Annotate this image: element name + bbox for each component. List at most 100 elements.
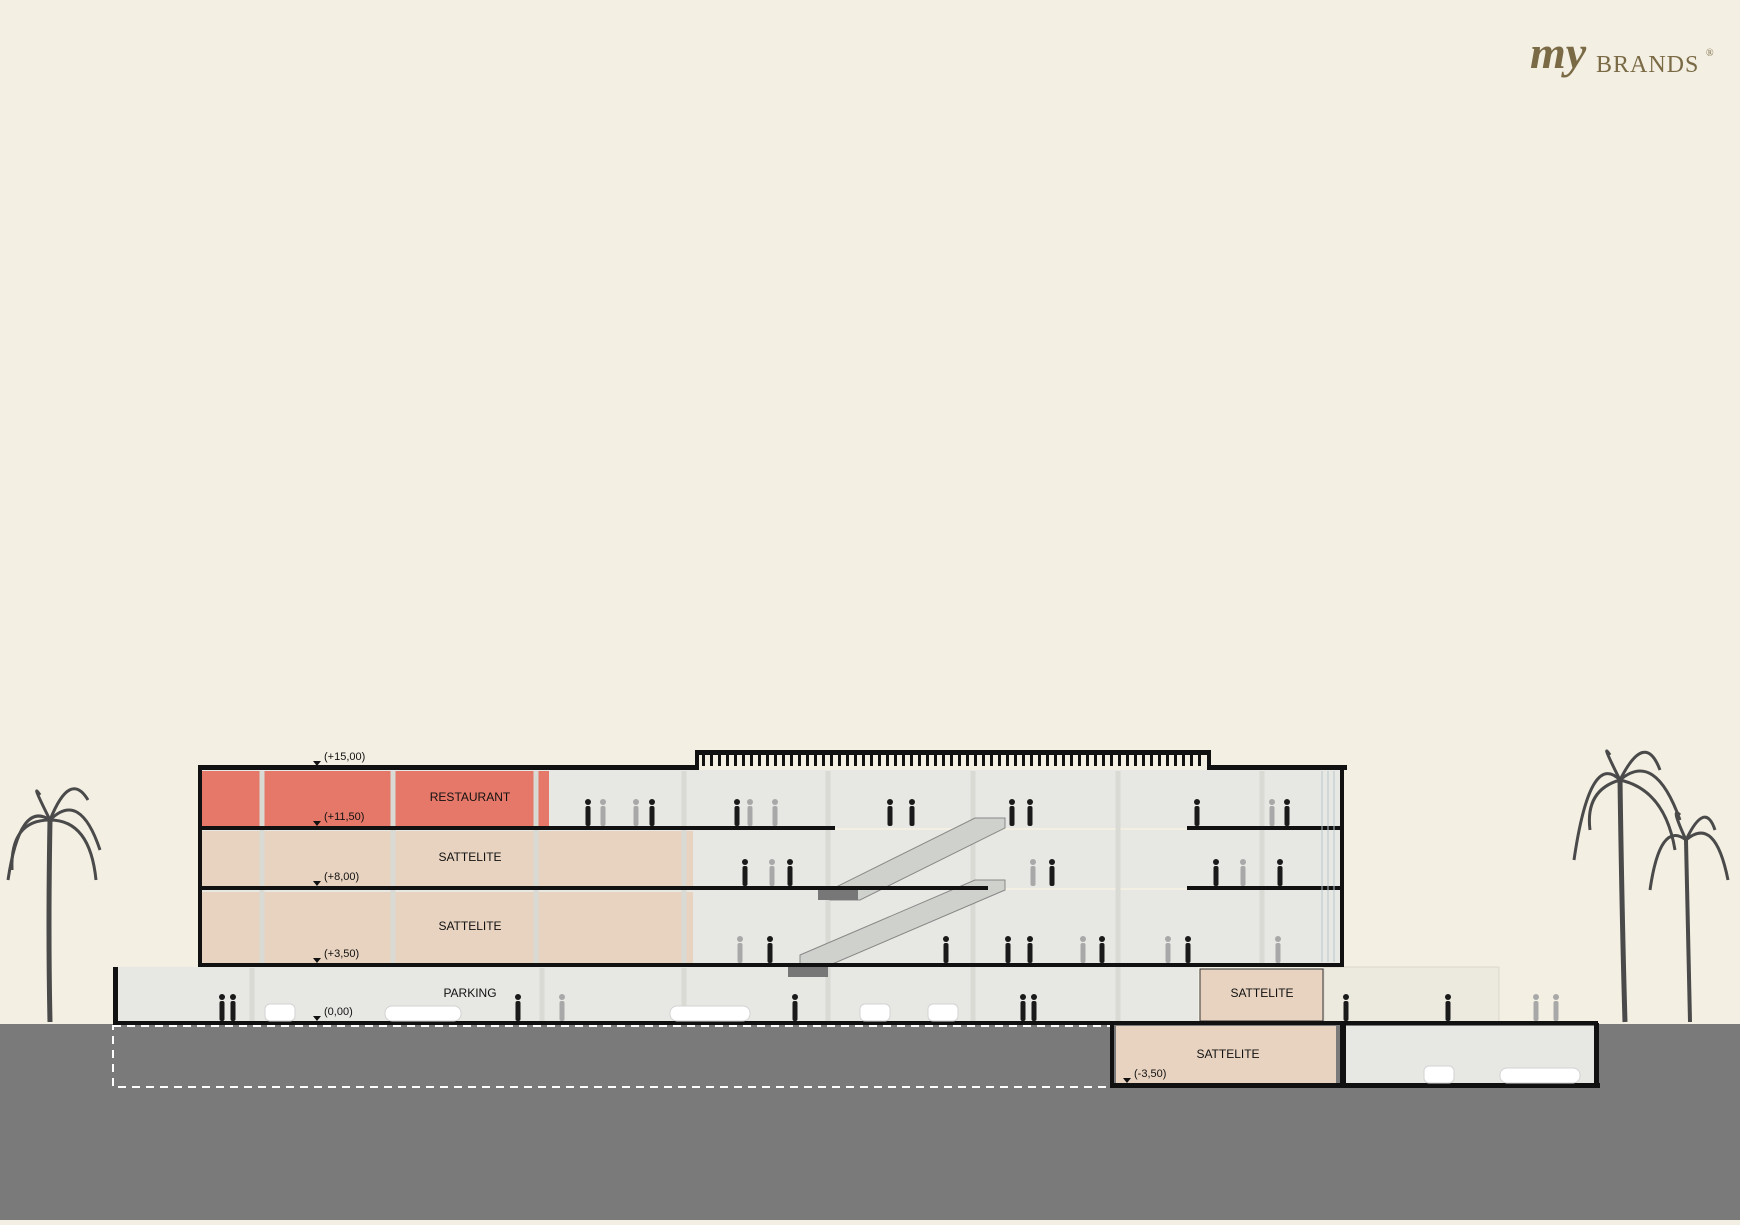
level-label-plus-11-5: (+11,50): [324, 811, 364, 823]
person-head: [1009, 799, 1015, 805]
person-silhouette: [909, 806, 915, 826]
parapet-louvre: [942, 752, 945, 766]
escalator-upper-landing: [818, 888, 858, 900]
level-label-plus-8: (+8,00): [324, 871, 359, 883]
level-label-minus-3-5: (-3,50): [1134, 1068, 1166, 1080]
ground-floor-interior: [118, 967, 1198, 1024]
parapet-louvre: [750, 752, 753, 766]
person-head: [1284, 799, 1290, 805]
person-silhouette: [1284, 806, 1290, 826]
parapet-louvre: [742, 752, 745, 766]
person-head: [909, 799, 915, 805]
person-silhouette: [767, 943, 773, 963]
level-markers: [313, 761, 1131, 1083]
parapet-louvre: [1198, 752, 1201, 766]
brand-logo: my BRANDS ®: [1530, 27, 1714, 78]
person-head: [887, 799, 893, 805]
sattelite-room-upper: [202, 831, 693, 887]
person-head: [1213, 859, 1219, 865]
person-head: [1277, 859, 1283, 865]
parapet-louvre: [894, 752, 897, 766]
person-head: [737, 936, 743, 942]
person-silhouette: [1031, 1001, 1037, 1021]
parapet-louvre: [814, 752, 817, 766]
person-silhouette: [1099, 943, 1105, 963]
person-head: [742, 859, 748, 865]
person-silhouette: [1553, 1001, 1559, 1021]
brand-wordmark: BRANDS: [1596, 52, 1699, 78]
parapet-louvre: [710, 752, 713, 766]
person-head: [767, 936, 773, 942]
person-head: [585, 799, 591, 805]
brand-script-mark: my: [1530, 27, 1587, 78]
person-head: [1275, 936, 1281, 942]
parapet-louvre: [926, 752, 929, 766]
person-head: [1553, 994, 1559, 1000]
parapet-louvre: [774, 752, 777, 766]
person-head: [1165, 936, 1171, 942]
person-silhouette: [649, 806, 655, 826]
person-silhouette: [772, 806, 778, 826]
person-head: [1005, 936, 1011, 942]
person-head: [559, 994, 565, 1000]
ground-floor-canopy: [1323, 966, 1500, 1025]
person-head: [1099, 936, 1105, 942]
space-label-sattelite-basement: SATTELITE: [1196, 1047, 1259, 1061]
person-head: [1027, 936, 1033, 942]
parapet-louvre: [862, 752, 865, 766]
person-head: [787, 859, 793, 865]
person-silhouette: [943, 943, 949, 963]
person-head: [1030, 859, 1036, 865]
space-label-parking: PARKING: [443, 986, 496, 1000]
person-head: [1185, 936, 1191, 942]
person-silhouette: [1020, 1001, 1026, 1021]
person-head: [1194, 799, 1200, 805]
person-silhouette: [737, 943, 743, 963]
parapet-louvre: [1182, 752, 1185, 766]
parapet-louvre: [798, 752, 801, 766]
parked-cars: [264, 1003, 1581, 1084]
person-silhouette: [1027, 806, 1033, 826]
basement-sattelite-room: [1116, 1026, 1336, 1084]
person-head: [1027, 799, 1033, 805]
person-silhouette: [1445, 1001, 1451, 1021]
person-silhouette: [1165, 943, 1171, 963]
person-head: [769, 859, 775, 865]
person-silhouette: [887, 806, 893, 826]
glass-facade: [1321, 771, 1335, 962]
person-silhouette: [787, 866, 793, 886]
level-label-zero: (0,00): [324, 1006, 353, 1018]
parapet-louvre: [1158, 752, 1161, 766]
parapet-louvre: [1086, 752, 1089, 766]
parapet-louvre: [934, 752, 937, 766]
parapet-louvre: [1126, 752, 1129, 766]
space-label-sattelite-upper: SATTELITE: [438, 850, 501, 864]
parapet-louvre: [966, 752, 969, 766]
parapet-louvre: [1030, 752, 1033, 766]
person-silhouette: [633, 806, 639, 826]
space-label-sattelite-ground: SATTELITE: [1230, 986, 1293, 1000]
person-silhouette: [1277, 866, 1283, 886]
person-head: [219, 994, 225, 1000]
person-head: [1269, 799, 1275, 805]
person-silhouette: [1275, 943, 1281, 963]
person-head: [1020, 994, 1026, 1000]
parapet-louvre: [1022, 752, 1025, 766]
person-head: [515, 994, 521, 1000]
parapet-louvre: [854, 752, 857, 766]
person-silhouette: [1027, 943, 1033, 963]
person-silhouette: [1185, 943, 1191, 963]
person-silhouette: [1269, 806, 1275, 826]
parapet-louvre: [982, 752, 985, 766]
person-silhouette: [734, 806, 740, 826]
parapet-louvre: [870, 752, 873, 766]
parapet-louvre: [1006, 752, 1009, 766]
person-head: [230, 994, 236, 1000]
person-silhouette: [1194, 806, 1200, 826]
person-head: [1533, 994, 1539, 1000]
parapet-louvre: [878, 752, 881, 766]
person-silhouette: [742, 866, 748, 886]
person-head: [649, 799, 655, 805]
